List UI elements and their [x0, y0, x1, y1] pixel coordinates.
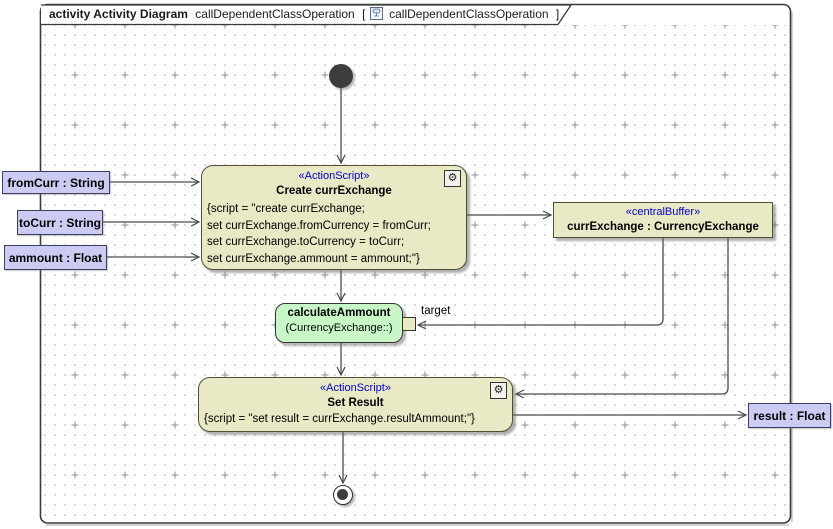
final-node-inner-dot	[337, 489, 348, 500]
action-script-body: {script = "set result = currExchange.res…	[199, 411, 512, 428]
frame-diagram-ref: callDependentClassOperation	[389, 7, 549, 21]
action-qualifier: (CurrencyExchange::)	[285, 322, 393, 334]
param-tocurr-label: toCurr : String	[19, 215, 101, 230]
action-name: Create currExchange	[276, 185, 392, 197]
script-line: set currExchange.fromCurrency = fromCurr…	[207, 219, 431, 232]
action-script-body: {script = "create currExchange; set curr…	[202, 199, 466, 267]
frame-title-tab-shape	[41, 4, 573, 26]
edge-buffer-to-target-pin[interactable]	[416, 238, 664, 330]
buffer-name: currExchange : CurrencyExchange	[567, 221, 759, 233]
pin-label-target: target	[421, 305, 451, 317]
script-line: set currExchange.ammount = ammount;"}	[207, 252, 420, 265]
frame-keyword: activity Activity Diagram	[49, 7, 188, 21]
stereotype-label: «ActionScript»	[298, 170, 370, 182]
action-name: Set Result	[327, 397, 384, 409]
stereotype-label: «centralBuffer»	[625, 206, 701, 218]
param-ammount-label: ammount : Float	[8, 250, 103, 265]
param-result[interactable]: result : Float	[748, 403, 831, 428]
script-line: {script = "set result = currExchange.res…	[204, 413, 475, 425]
frame-title: activity Activity Diagram callDependentC…	[49, 7, 559, 23]
param-fromcurr-label: fromCurr : String	[7, 175, 105, 190]
activity-final-node[interactable]	[333, 485, 353, 505]
param-ammount[interactable]: ammount : Float	[4, 245, 107, 270]
gear-icon: ⚙	[490, 382, 507, 399]
activity-diagram-icon	[369, 7, 383, 23]
grid-crosses	[41, 25, 789, 521]
action-calculateammount[interactable]: calculateAmmount (CurrencyExchange::)	[275, 303, 403, 343]
edge-buffer-to-setresult[interactable]	[514, 238, 729, 399]
action-create-currexchange[interactable]: ⚙ «ActionScript» Create currExchange {sc…	[201, 165, 467, 270]
script-line: set currExchange.toCurrency = toCurr;	[207, 236, 405, 248]
script-line: {script = "create currExchange;	[207, 203, 365, 215]
frame-bracket-close: ]	[555, 7, 560, 21]
param-result-label: result : Float	[753, 408, 826, 423]
frame-shadow	[46, 12, 793, 526]
initial-node[interactable]	[329, 64, 353, 88]
frame-diagram-name: callDependentClassOperation	[195, 7, 355, 21]
frame-bracket-open: [	[362, 7, 366, 21]
param-tocurr[interactable]: toCurr : String	[17, 210, 103, 235]
stereotype-label: «ActionScript»	[320, 382, 391, 394]
target-pin[interactable]	[402, 317, 416, 331]
central-buffer-node[interactable]: «centralBuffer» currExchange : CurrencyE…	[553, 202, 773, 238]
action-set-result[interactable]: ⚙ «ActionScript» Set Result {script = "s…	[198, 377, 513, 432]
param-fromcurr[interactable]: fromCurr : String	[2, 171, 110, 194]
action-name: calculateAmmount	[287, 307, 391, 319]
gear-icon: ⚙	[444, 170, 461, 187]
